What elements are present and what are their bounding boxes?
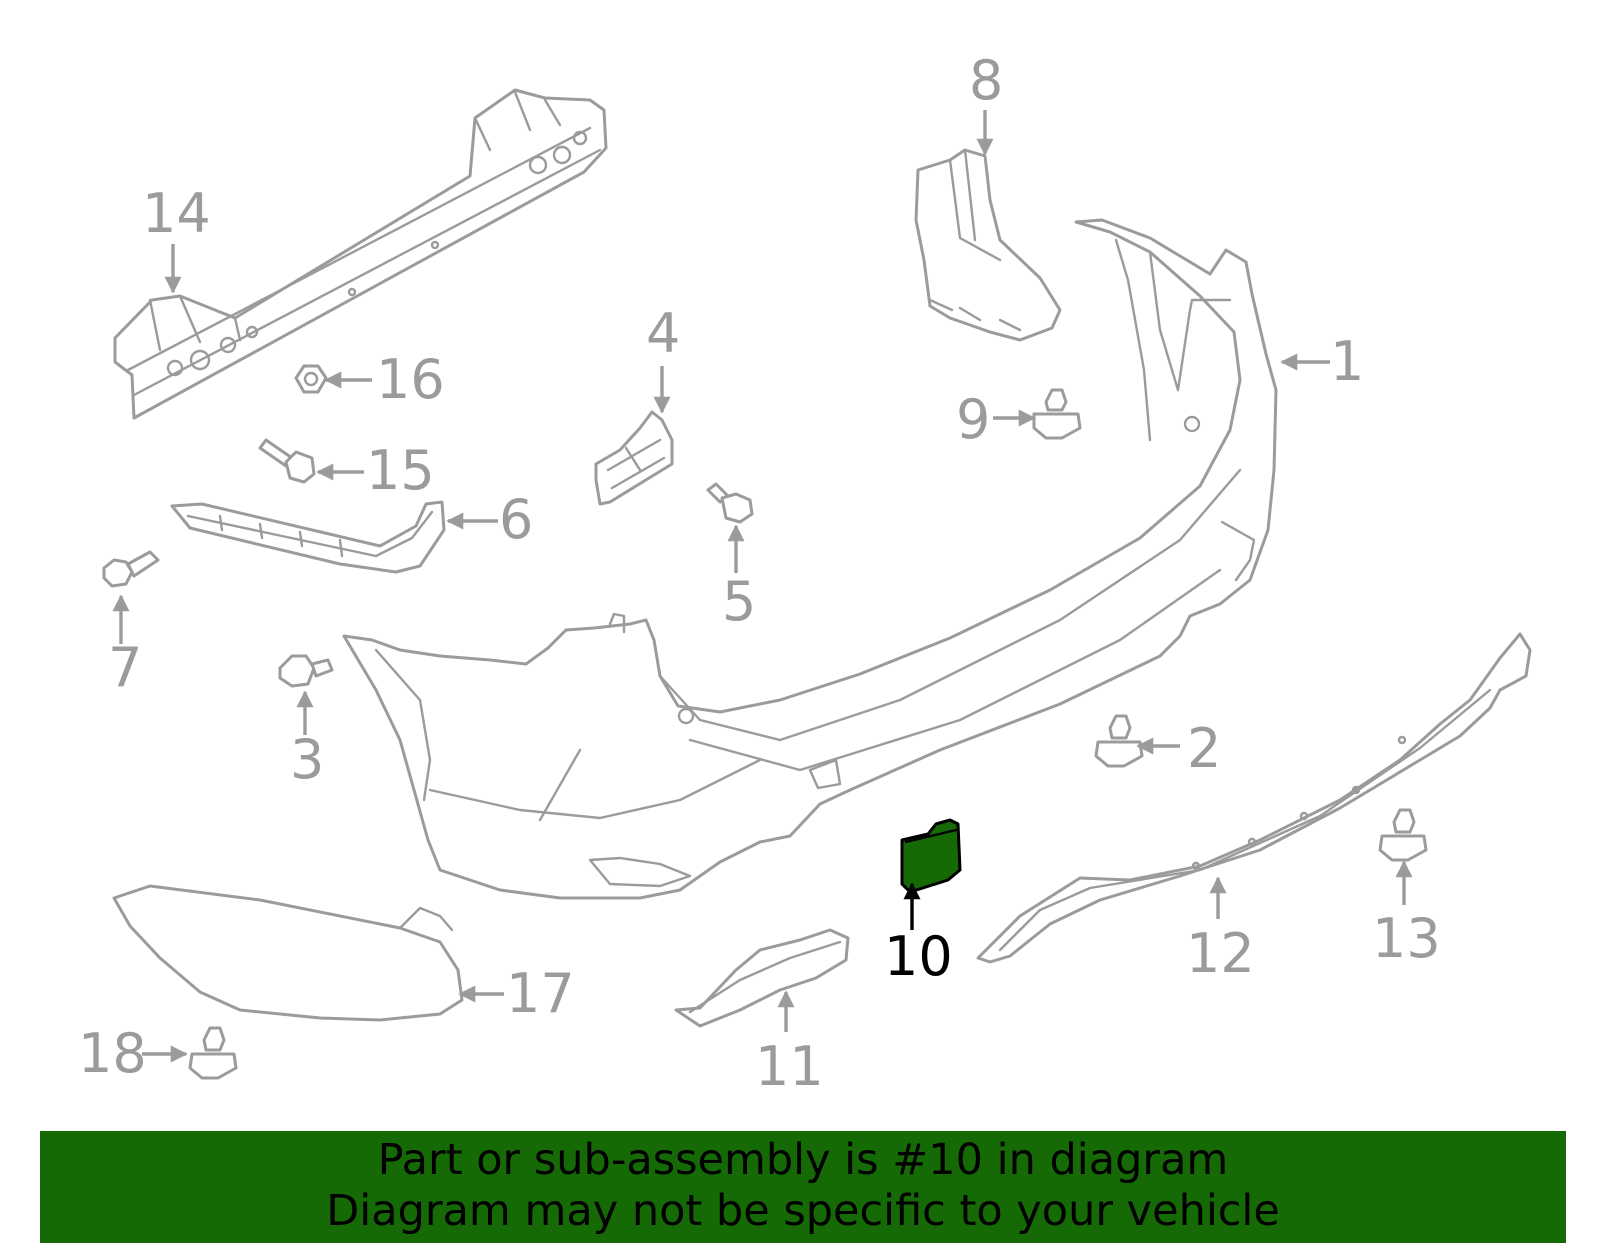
callout-7: 7 — [108, 636, 142, 699]
callout-3: 3 — [290, 728, 324, 791]
callout-12: 12 — [1186, 922, 1255, 985]
part-10-tow-hook-cover[interactable] — [900, 818, 962, 894]
callout-2: 2 — [1187, 717, 1221, 780]
part-7-push-pin[interactable] — [102, 550, 160, 588]
part-16-nut[interactable] — [294, 364, 328, 394]
part-3-clip[interactable] — [278, 654, 334, 688]
banner-line-disclaimer: Diagram may not be specific to your vehi… — [326, 1186, 1280, 1236]
callout-labels: 1 2 3 4 5 6 7 8 9 10 11 12 13 14 15 16 1… — [78, 49, 1441, 1098]
part-15-bolt[interactable] — [258, 438, 316, 484]
part-9-clip[interactable] — [1032, 388, 1082, 440]
callout-5: 5 — [722, 570, 756, 633]
leader-arrows — [112, 110, 1413, 1063]
callout-18: 18 — [78, 1022, 147, 1085]
callout-13: 13 — [1372, 907, 1441, 970]
part-8-side-bracket[interactable] — [914, 148, 1062, 342]
part-5-bolt[interactable] — [706, 482, 754, 524]
callout-17: 17 — [506, 962, 575, 1025]
callout-10: 10 — [884, 925, 953, 988]
part-6-side-bracket[interactable] — [170, 500, 446, 574]
callout-1: 1 — [1330, 330, 1364, 393]
part-12-lower-diffuser[interactable] — [976, 632, 1532, 964]
banner-line-part: Part or sub-assembly is #10 in diagram — [377, 1135, 1229, 1185]
callout-14: 14 — [142, 182, 211, 245]
part-18-clip[interactable] — [188, 1026, 238, 1080]
callout-9: 9 — [956, 388, 990, 451]
part-17-reflector[interactable] — [112, 884, 464, 1022]
callout-11: 11 — [755, 1035, 824, 1098]
info-banner: Part or sub-assembly is #10 in diagram D… — [40, 1131, 1566, 1243]
callout-16: 16 — [376, 348, 445, 411]
callout-4: 4 — [646, 302, 680, 365]
part-13-clip[interactable] — [1378, 808, 1428, 862]
part-1-bumper-cover[interactable] — [342, 218, 1278, 900]
part-4-bracket[interactable] — [594, 410, 674, 506]
callout-8: 8 — [969, 49, 1003, 112]
part-2-clip[interactable] — [1094, 714, 1144, 768]
callout-6: 6 — [499, 488, 533, 551]
part-11-lower-trim[interactable] — [674, 928, 850, 1028]
part-14-reinforcement-beam[interactable] — [113, 88, 608, 420]
callout-15: 15 — [366, 439, 435, 502]
